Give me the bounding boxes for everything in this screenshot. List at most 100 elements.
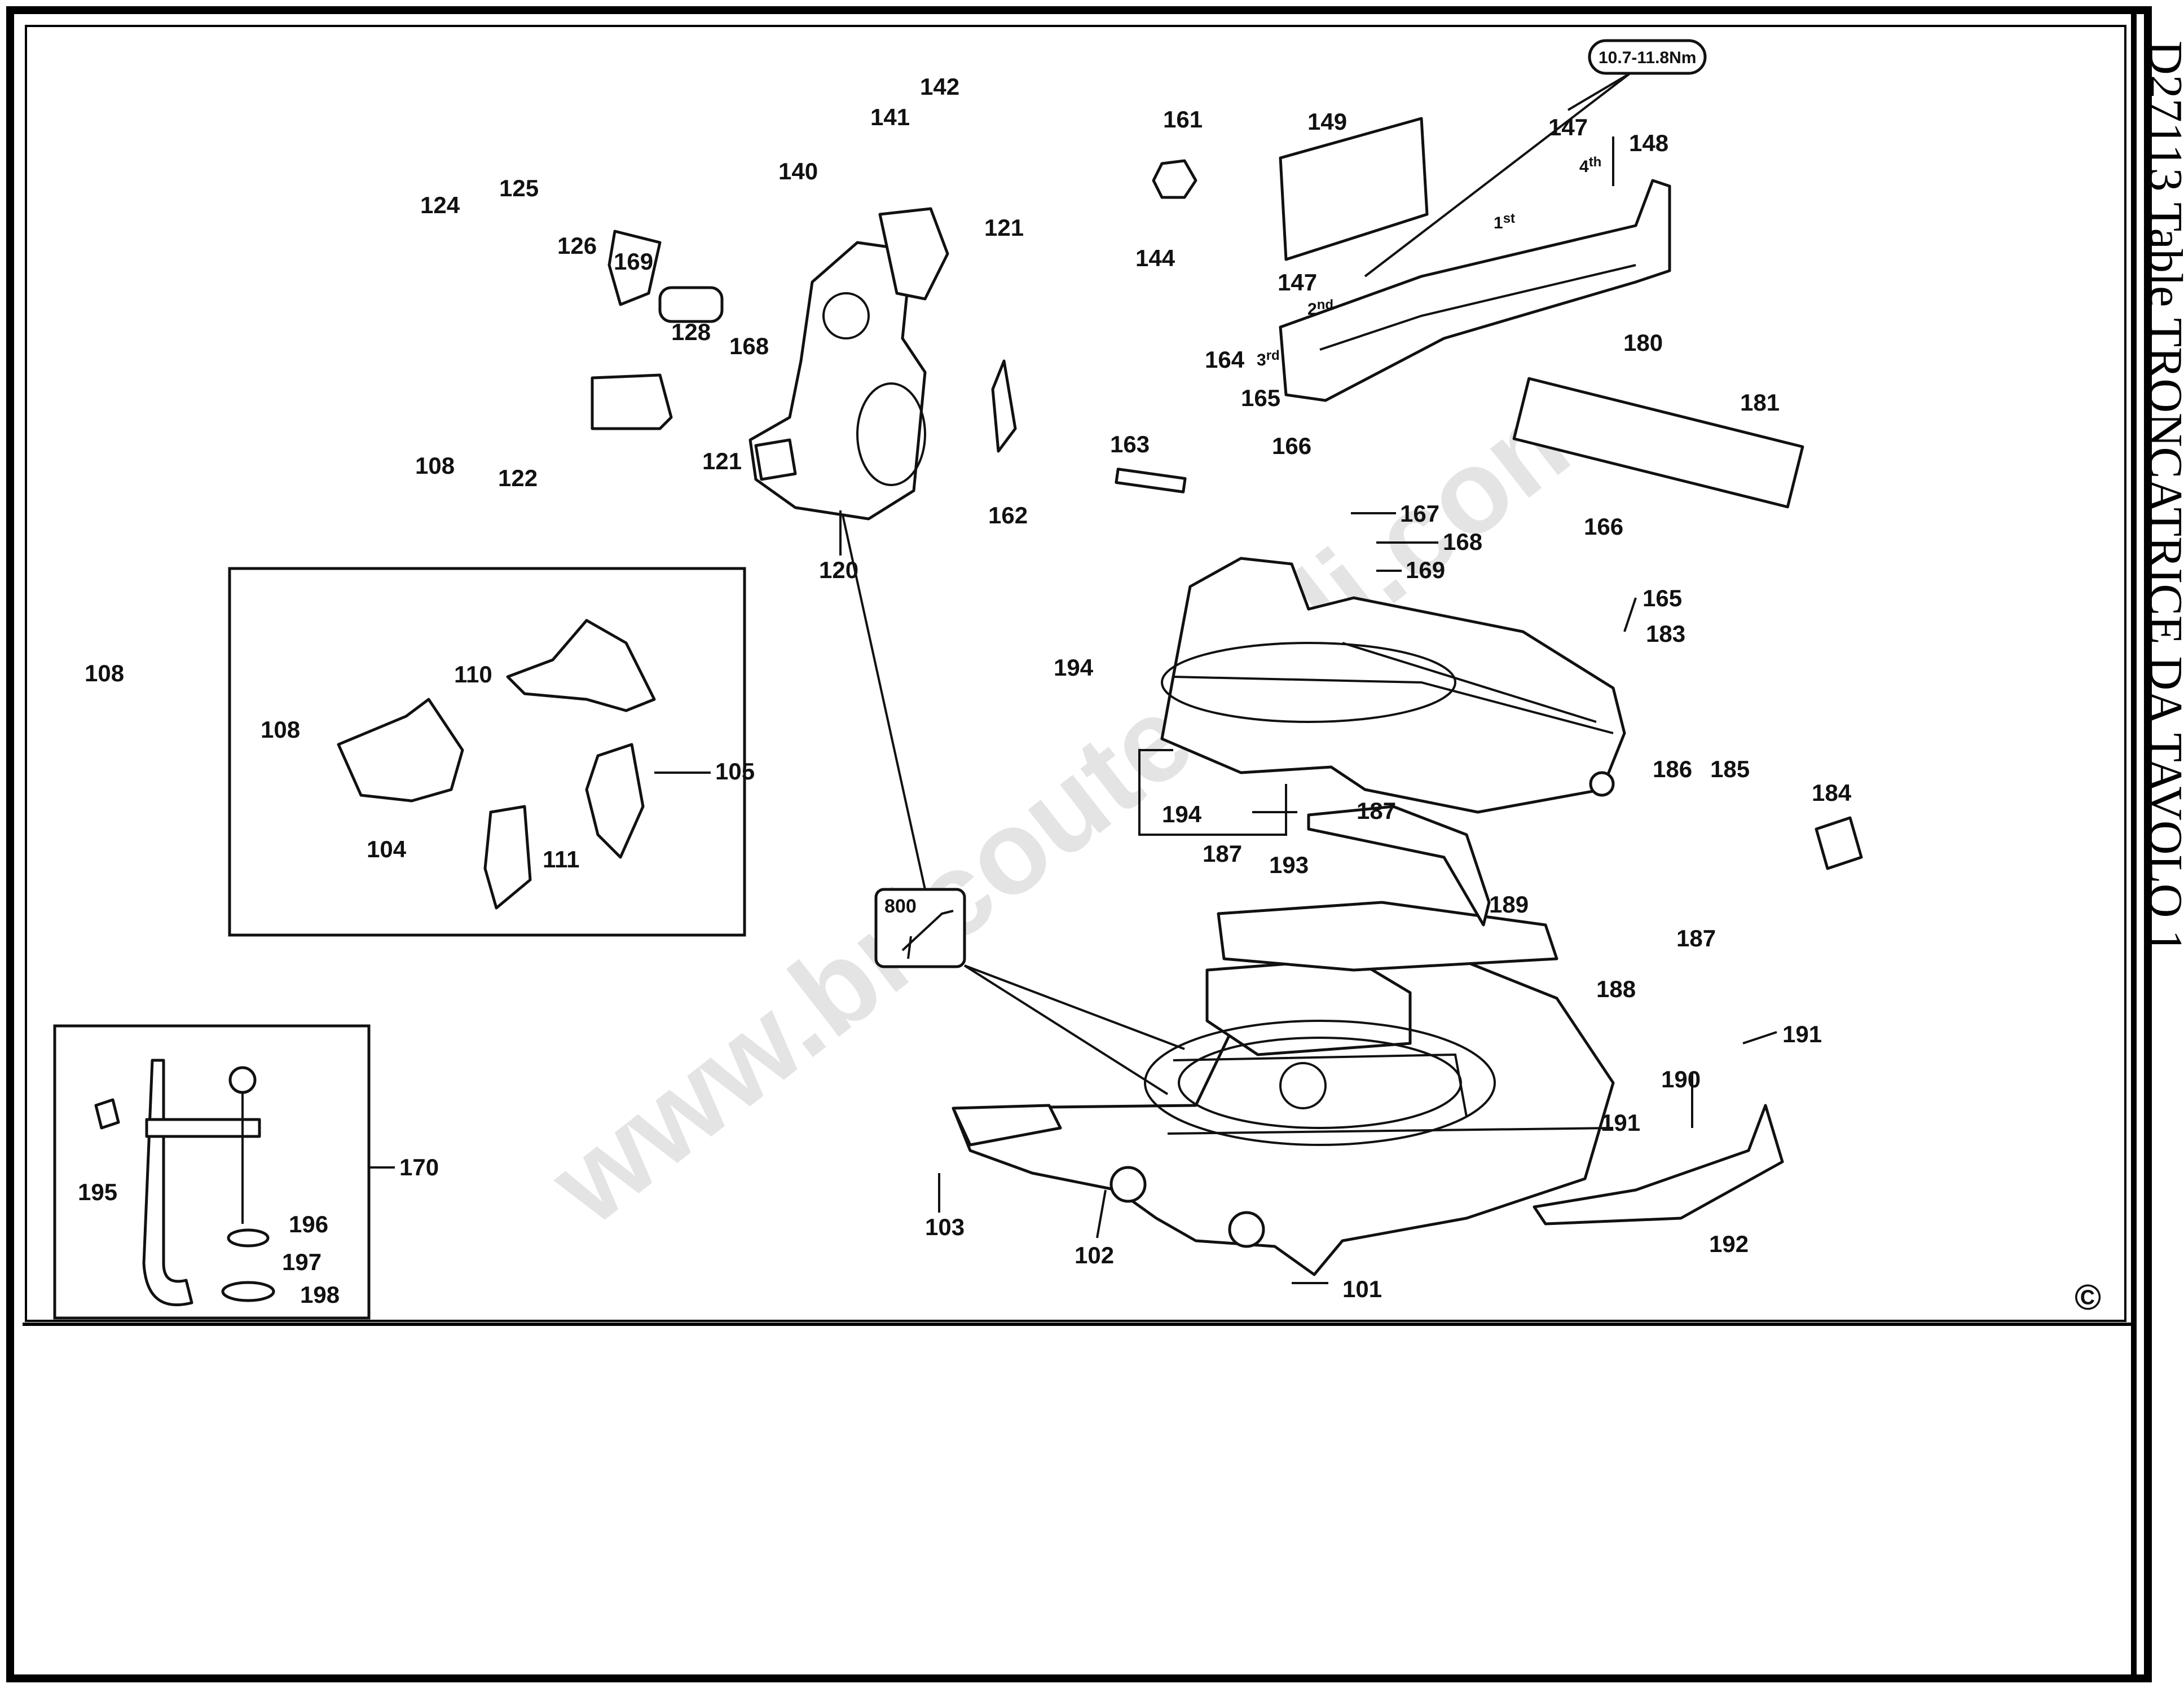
part-label: 108 bbox=[261, 716, 300, 743]
part-label: 191 bbox=[1601, 1109, 1640, 1136]
part-label: 126 bbox=[557, 232, 597, 259]
part-label: 147 bbox=[1548, 114, 1588, 140]
part-label: 149 bbox=[1307, 108, 1347, 135]
part-label: 197 bbox=[282, 1249, 322, 1275]
part-label: 121 bbox=[702, 448, 742, 474]
small-parts bbox=[591, 159, 1863, 1226]
part-label: 185 bbox=[1710, 756, 1750, 782]
pointer-192 bbox=[1533, 1104, 1784, 1226]
part-label: 128 bbox=[671, 319, 711, 345]
ordinal-3rd: 3rd bbox=[1257, 348, 1280, 369]
page-title: D27113 Table TRONCATRICE DA TAVOLO 1 bbox=[2139, 41, 2184, 953]
part-label: 187 bbox=[1676, 925, 1716, 951]
leader-lines bbox=[839, 136, 1777, 1284]
ordinal-2nd: 2nd bbox=[1307, 297, 1333, 319]
saw-base bbox=[952, 901, 1615, 1276]
part-label: 125 bbox=[499, 175, 539, 201]
fence-pad-149 bbox=[1279, 117, 1429, 261]
part-label: 102 bbox=[1075, 1242, 1114, 1268]
part-label: 169 bbox=[1406, 557, 1445, 583]
part-label: 181 bbox=[1740, 389, 1780, 416]
ordinal-1st: 1st bbox=[1494, 211, 1515, 232]
part-label: 103 bbox=[925, 1214, 965, 1240]
part-label: 122 bbox=[498, 465, 538, 491]
part-label: 194 bbox=[1162, 801, 1202, 827]
knob-184 bbox=[1815, 816, 1863, 870]
part-label: 144 bbox=[1135, 245, 1175, 271]
part-label: 186 bbox=[1653, 756, 1692, 782]
ordinal-markers: 1st 4th 2nd 3rd bbox=[1257, 155, 1601, 369]
part-label: 140 bbox=[778, 158, 818, 184]
outer-frame bbox=[6, 6, 2152, 1682]
dust-spout-122 bbox=[591, 373, 673, 430]
part-label: 167 bbox=[1400, 500, 1439, 527]
part-label: 190 bbox=[1661, 1066, 1701, 1092]
ordinal-4th: 4th bbox=[1579, 155, 1601, 176]
sleeve-126 bbox=[658, 286, 724, 323]
part-label: 141 bbox=[870, 104, 910, 130]
label-800: 800 bbox=[884, 896, 917, 917]
part-label: 108 bbox=[415, 452, 455, 479]
part-label: 191 bbox=[1782, 1021, 1822, 1047]
part-label: 193 bbox=[1269, 852, 1309, 878]
part-label: 104 bbox=[367, 836, 407, 862]
part-label: 108 bbox=[85, 660, 124, 686]
table-assembly bbox=[1160, 557, 1626, 814]
part-label: 168 bbox=[729, 333, 769, 359]
part-label: 165 bbox=[1241, 385, 1280, 411]
part-label: 187 bbox=[1357, 797, 1396, 824]
part-label: 196 bbox=[289, 1211, 328, 1237]
part-label: 189 bbox=[1489, 891, 1529, 918]
part-label: 105 bbox=[715, 758, 755, 784]
torque-callout: 10.7-11.8Nm bbox=[1364, 39, 1707, 277]
part-label: 184 bbox=[1812, 779, 1852, 806]
part-label: 164 bbox=[1205, 346, 1245, 373]
part-label: 110 bbox=[454, 661, 492, 687]
knob-icon bbox=[228, 1066, 257, 1094]
torque-value: 10.7-11.8Nm bbox=[1599, 49, 1696, 67]
copyright-symbol: © bbox=[2075, 1277, 2101, 1317]
part-label: 111 bbox=[543, 846, 579, 872]
part-label: 148 bbox=[1629, 130, 1668, 156]
part-label: 168 bbox=[1443, 528, 1482, 555]
part-label: 195 bbox=[78, 1179, 117, 1205]
part-label: 162 bbox=[988, 502, 1028, 528]
blade-162 bbox=[991, 359, 1017, 453]
part-label: 188 bbox=[1596, 976, 1636, 1002]
part-label: 192 bbox=[1709, 1231, 1749, 1257]
part-label: 165 bbox=[1643, 585, 1682, 611]
part-label: 142 bbox=[920, 73, 959, 100]
part-label: 198 bbox=[300, 1281, 340, 1308]
clamp-group-box bbox=[53, 1024, 395, 1320]
part-label: 120 bbox=[819, 557, 858, 583]
sub-fence-181 bbox=[1512, 377, 1804, 509]
tool-800-box: 800 bbox=[839, 504, 1185, 1095]
part-label: 166 bbox=[1272, 433, 1311, 459]
diagram-border bbox=[25, 25, 2126, 1322]
part-label: 121 bbox=[984, 214, 1024, 241]
part-label: 180 bbox=[1623, 329, 1663, 356]
part-label: 183 bbox=[1646, 620, 1685, 647]
screw-icon bbox=[1115, 468, 1187, 493]
support-group-box bbox=[1138, 749, 1287, 836]
elbow-125 bbox=[607, 230, 662, 306]
part-label: 161 bbox=[1163, 106, 1203, 133]
part-labels: 101 102 103 104 105 108 108 108 110 111 … bbox=[78, 73, 1852, 1308]
arm-housing bbox=[748, 207, 949, 521]
part-label: 101 bbox=[1342, 1276, 1382, 1302]
part-label: 169 bbox=[614, 248, 653, 275]
fence-assembly bbox=[1279, 117, 1804, 509]
part-label: 187 bbox=[1203, 840, 1242, 867]
guard-group-box bbox=[228, 567, 746, 937]
washer-icon bbox=[227, 1228, 270, 1248]
part-label: 163 bbox=[1110, 431, 1150, 457]
lever-189 bbox=[1307, 805, 1491, 927]
part-label: 166 bbox=[1584, 513, 1623, 540]
part-label: 170 bbox=[399, 1154, 439, 1180]
part-label: 124 bbox=[420, 192, 460, 218]
part-label: 194 bbox=[1054, 654, 1094, 681]
wrench-icon bbox=[901, 910, 954, 959]
part-label: 147 bbox=[1278, 269, 1317, 296]
nut-icon bbox=[1152, 159, 1197, 199]
